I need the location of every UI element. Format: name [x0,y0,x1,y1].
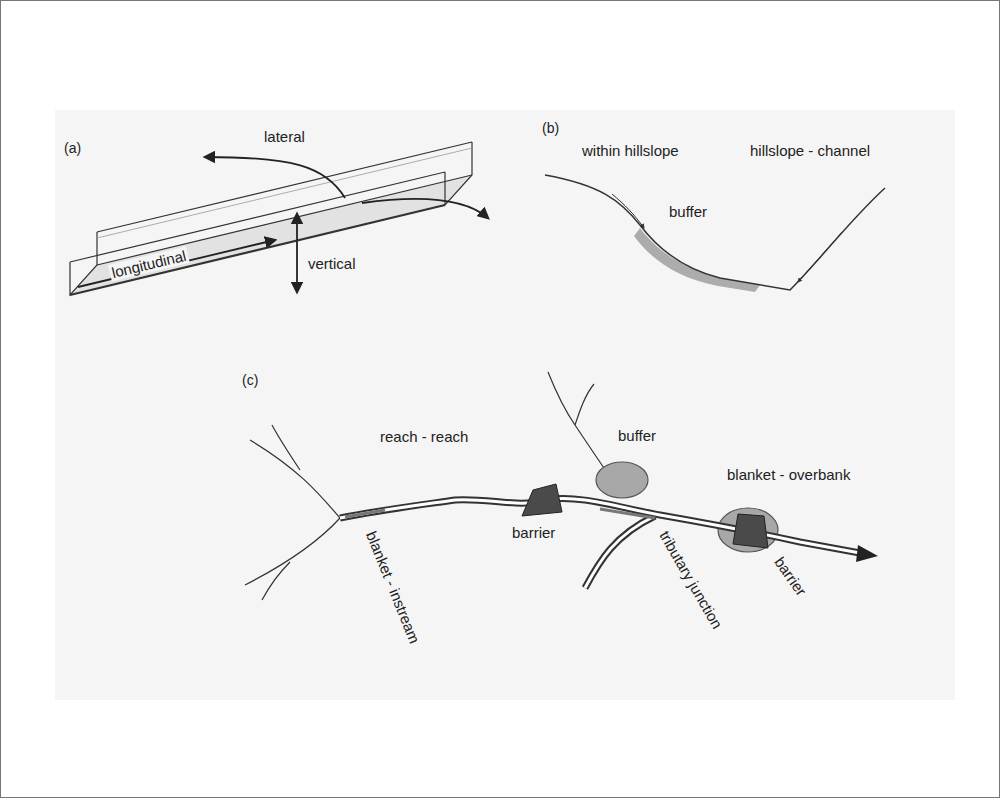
zone-label: blanket - instream [362,527,424,648]
flow-arrows [78,157,488,292]
figure-ground [55,110,955,700]
panel-letter: (a) [62,140,83,157]
process-label: within hillslope [580,142,681,159]
instream-blanket [345,510,385,517]
process-label: vertical [306,255,358,272]
process-label: longitudinal [108,246,190,281]
panel-letter: (b) [540,120,561,137]
lateral-arrow [205,157,345,198]
vertical-arrow [296,214,298,292]
longitudinal-arrow [78,240,275,287]
process-label: reach - reach [378,428,470,445]
process-label: hillslope - channel [748,142,872,159]
channel-trough [70,142,472,295]
lateral-arrow [362,199,488,218]
barriers [522,484,768,548]
feature-label: barrier [510,524,557,541]
junction-blanket [600,509,655,518]
river-network [245,372,778,600]
zone-label: buffer [616,427,658,444]
zone-label: buffer [667,203,709,220]
process-label: lateral [262,128,307,145]
feature-label: tributary junction [655,526,727,633]
feature-label: barrier [770,552,811,601]
hillslope-profile [545,175,885,292]
buffer-zone [596,462,648,498]
zone-label: blanket - overbank [725,466,852,483]
panel-letter: (c) [240,372,260,389]
